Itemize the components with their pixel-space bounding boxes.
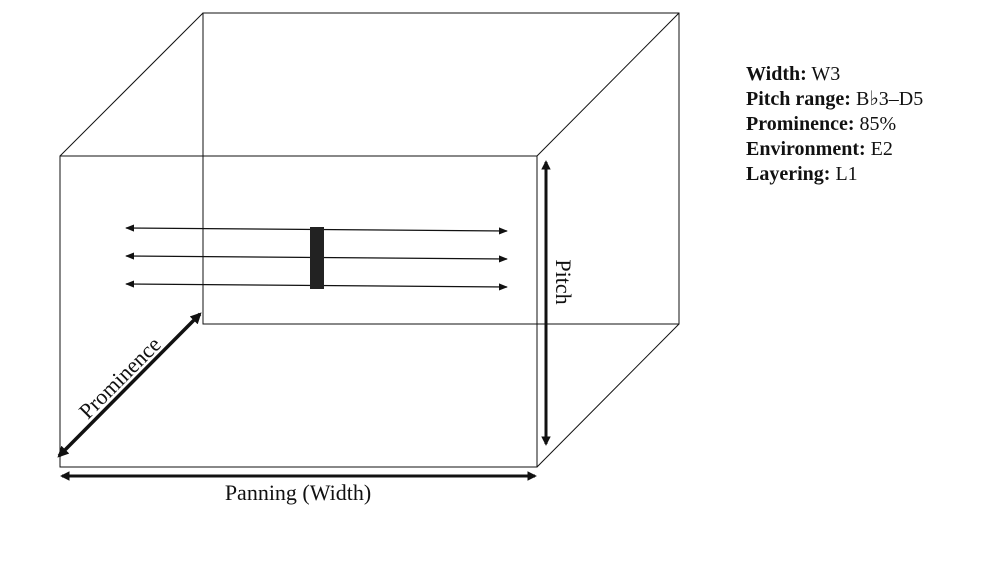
cube-front-face	[59, 155, 538, 468]
properties-legend: Width: W3 Pitch range: B♭3–D5 Prominence…	[746, 62, 923, 187]
property-key: Pitch range:	[746, 88, 851, 110]
prominence-axis-arrow	[57, 312, 202, 458]
pitch-axis-label: Pitch	[551, 259, 576, 304]
property-key: Layering:	[746, 163, 831, 185]
property-value: 85%	[859, 113, 897, 135]
cube-wireframe	[59, 12, 680, 468]
property-value: L1	[835, 163, 858, 185]
pitch-range-property: Pitch range: B♭3–D5	[746, 87, 923, 112]
cube-back-face	[202, 12, 680, 325]
property-value: B♭3–D5	[855, 88, 924, 110]
width-indicator-bar	[310, 227, 324, 289]
property-value: W3	[811, 63, 841, 85]
cube-edge-bottom-right	[536, 323, 680, 468]
property-key: Environment:	[746, 138, 866, 160]
property-key: Width:	[746, 63, 807, 85]
property-value: E2	[870, 138, 893, 160]
property-key: Prominence:	[746, 113, 855, 135]
width-property: Width: W3	[746, 62, 923, 87]
cube-edge-top-right	[536, 12, 680, 157]
environment-property: Environment: E2	[746, 137, 923, 162]
layering-property: Layering: L1	[746, 162, 923, 187]
cube-edge-top-left	[59, 12, 204, 157]
prominence-property: Prominence: 85%	[746, 112, 923, 137]
prominence-axis-label: Prominence	[74, 332, 166, 424]
panning-axis-label: Panning (Width)	[225, 480, 371, 505]
